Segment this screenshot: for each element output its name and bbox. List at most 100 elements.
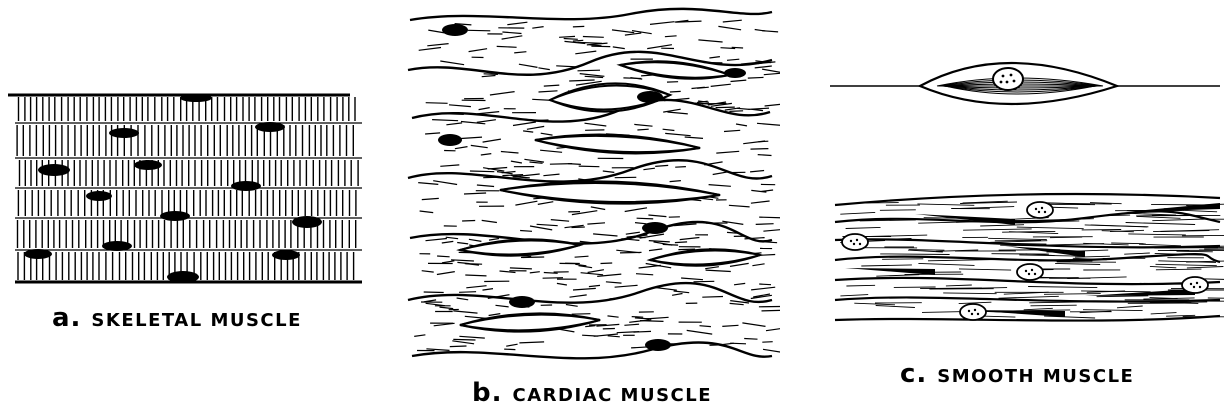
striation-dash — [736, 124, 747, 126]
striation-dash — [716, 151, 739, 153]
myofilament-line — [876, 275, 919, 277]
striation-dash — [648, 215, 666, 217]
cardiac-muscle-panel: b.CARDIAC MUSCLE — [400, 0, 780, 410]
striation-dash — [730, 343, 746, 344]
striation-dash — [530, 272, 540, 273]
striation-dash — [455, 147, 468, 149]
striation-dash — [706, 270, 731, 271]
striation-dash — [514, 52, 526, 53]
striation-dash — [702, 297, 723, 298]
striation-dash — [716, 107, 735, 108]
striation-dash — [635, 223, 647, 224]
nucleolus-dot — [856, 239, 858, 241]
striation-dash — [513, 122, 536, 126]
striation-dash — [470, 171, 494, 172]
striation-dash — [479, 108, 490, 110]
nucleus — [1182, 277, 1208, 293]
striation-dash — [466, 286, 486, 288]
striation-dash — [482, 76, 496, 77]
cardiac-muscle-drawing — [400, 0, 780, 372]
striation-dash — [451, 260, 474, 261]
myofilament-line — [1152, 219, 1205, 221]
nucleus — [1017, 264, 1043, 280]
myofilament-line — [880, 254, 949, 255]
nucleus — [960, 304, 986, 320]
striation-dash — [564, 39, 578, 40]
myofilament-line — [917, 204, 974, 205]
myofilament-line — [1177, 210, 1217, 212]
striation-dash — [449, 105, 471, 107]
striation-dash — [643, 168, 655, 170]
striation-dash — [590, 45, 602, 46]
striation-dash — [709, 57, 720, 58]
myofilament-line — [861, 235, 928, 237]
myofilament-line — [918, 263, 974, 265]
striation-dash — [426, 239, 447, 241]
nucleolus-dot — [850, 240, 852, 242]
striation-dash — [694, 281, 715, 282]
nucleolus-dot — [1196, 282, 1198, 284]
striation-dash — [589, 285, 600, 286]
striation-dash — [764, 73, 780, 75]
nucleus — [180, 94, 212, 102]
striation-dash — [613, 47, 625, 49]
striation-dash — [635, 237, 646, 238]
striation-dash — [511, 161, 522, 163]
striation-dash — [443, 114, 464, 115]
striation-dash — [453, 311, 477, 313]
striation-dash — [490, 92, 515, 95]
striation-dash — [437, 256, 450, 257]
nucleus — [1027, 202, 1053, 218]
striation-dash — [457, 262, 469, 263]
striation-dash — [742, 323, 765, 327]
fiber-boundary — [410, 9, 772, 20]
striation-dash — [566, 305, 578, 307]
nucleus — [255, 122, 285, 132]
nucleus — [231, 181, 261, 191]
striation-dash — [483, 139, 501, 142]
striation-dash — [424, 292, 444, 293]
striation-dash — [634, 331, 652, 332]
nucleus — [160, 211, 190, 221]
nucleolus-dot — [971, 313, 973, 315]
striation-dash — [585, 123, 607, 126]
striation-dash — [572, 314, 591, 315]
striation-dash — [763, 229, 780, 231]
myofilament-line — [1031, 305, 1077, 306]
striation-dash — [520, 231, 532, 232]
striation-dash — [685, 137, 703, 138]
nucleolus-dot — [1199, 286, 1201, 288]
nucleus — [102, 241, 132, 251]
striation-dash — [710, 345, 724, 346]
smooth-muscle-caption: c.SMOOTH MUSCLE — [900, 359, 1134, 389]
striation-dash — [482, 220, 497, 222]
myofilament-line — [1017, 227, 1084, 229]
myofilament-line — [1126, 223, 1196, 225]
myofilament-line — [1091, 225, 1149, 227]
nucleolus-dot — [968, 310, 970, 312]
myofilament-line — [1111, 243, 1146, 244]
striation-dash — [663, 109, 681, 112]
myofilament-line — [1055, 263, 1100, 264]
striation-dash — [465, 275, 486, 276]
striation-dash — [759, 217, 780, 218]
striation-dash — [700, 326, 711, 327]
striation-dash — [543, 278, 563, 279]
striation-dash — [519, 342, 544, 343]
striation-dash — [718, 26, 741, 29]
striation-dash — [477, 112, 499, 114]
striation-dash — [440, 307, 454, 309]
cell-gap-outline — [535, 136, 700, 152]
striation-dash — [582, 335, 598, 336]
nucleus — [292, 216, 322, 228]
cardiac-muscle-letter: b. — [472, 378, 503, 408]
nucleus — [642, 222, 668, 234]
myofilament-line — [1044, 294, 1101, 295]
smooth-muscle-label: SMOOTH MUSCLE — [937, 366, 1134, 387]
myofilament-line — [959, 269, 1011, 270]
striation-dash — [477, 185, 494, 187]
striation-dash — [557, 283, 567, 285]
striation-dash — [665, 36, 677, 37]
myofilament-line — [854, 303, 895, 305]
striation-dash — [462, 221, 475, 222]
